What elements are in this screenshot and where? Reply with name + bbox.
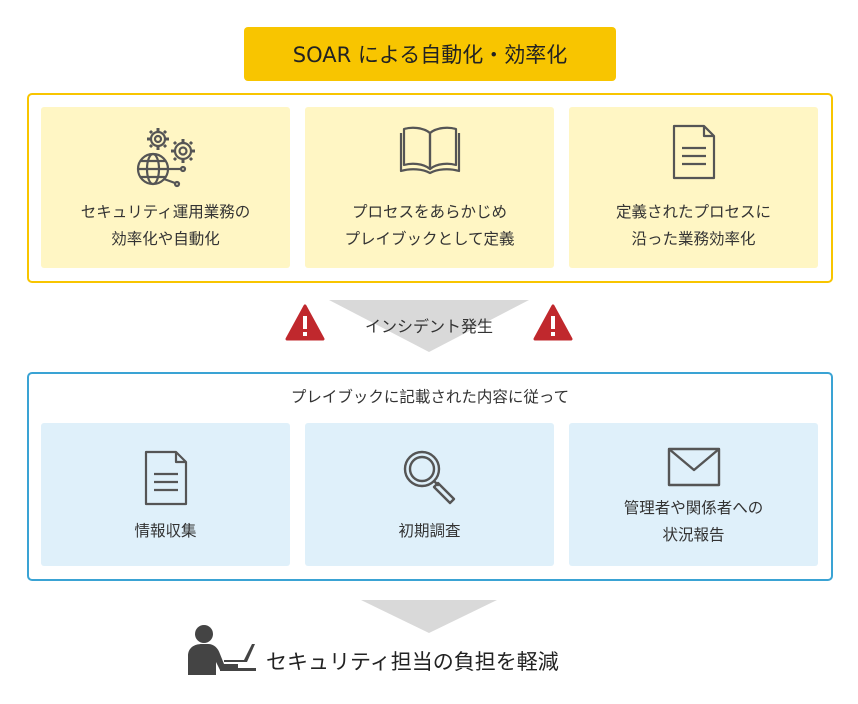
- page-title: SOAR による自動化・効率化: [292, 43, 568, 67]
- actions-panel: [27, 372, 833, 581]
- action-label: 情報収集: [134, 522, 197, 540]
- down-arrow: [361, 600, 497, 633]
- envelope-icon: [569, 447, 818, 487]
- action-label: 初期調査: [398, 522, 461, 540]
- warning-icon: [533, 304, 573, 346]
- person-laptop-icon: [180, 622, 258, 682]
- action-card-report: 管理者や関係者への 状況報告: [569, 423, 818, 566]
- benefit-card-playbook: プロセスをあらかじめ プレイブックとして定義: [305, 107, 554, 268]
- result-label: セキュリティ担当の負担を軽減: [266, 650, 559, 674]
- benefits-panel: [27, 93, 833, 283]
- benefit-label: セキュリティ運用業務の 効率化や自動化: [80, 203, 251, 248]
- document-icon: [569, 123, 818, 181]
- action-label: 管理者や関係者への 状況報告: [623, 499, 764, 544]
- benefit-label: プロセスをあらかじめ プレイブックとして定義: [344, 203, 515, 248]
- document-icon: [41, 449, 290, 507]
- magnifier-icon: [305, 447, 554, 507]
- benefit-card-automation: セキュリティ運用業務の 効率化や自動化: [41, 107, 290, 268]
- gears-globe-icon: [41, 125, 290, 191]
- incident-label: インシデント発生: [364, 317, 493, 336]
- benefit-label: 定義されたプロセスに 沿った業務効率化: [615, 203, 771, 248]
- playbook-note: プレイブックに記載された内容に従って: [290, 388, 570, 406]
- title-badge: SOAR による自動化・効率化: [244, 27, 616, 81]
- down-arrow: [329, 300, 529, 352]
- action-card-info: 情報収集: [41, 423, 290, 566]
- open-book-icon: [305, 123, 554, 175]
- action-card-investigation: 初期調査: [305, 423, 554, 566]
- warning-icon: [285, 304, 325, 346]
- benefit-card-process: 定義されたプロセスに 沿った業務効率化: [569, 107, 818, 268]
